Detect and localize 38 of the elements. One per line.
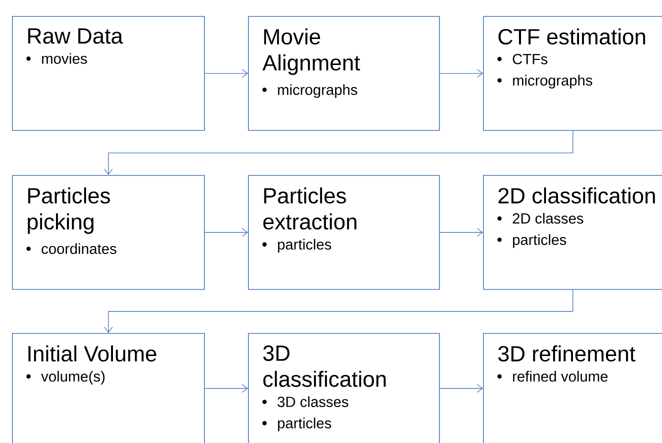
bullet-item: particles — [497, 234, 566, 248]
arrow — [439, 228, 483, 237]
heading: CTF estimation — [498, 28, 646, 45]
bullet-item: 3D classes — [262, 396, 348, 408]
heading: Movie Alignment — [262, 28, 360, 75]
bullet-item: particles — [262, 418, 332, 432]
bullet-item: movies — [26, 53, 87, 64]
heading: 3D classification — [263, 345, 386, 387]
bullet-item: 2D classes — [497, 212, 584, 224]
heading: 2D classification — [498, 187, 655, 204]
arrow — [104, 130, 574, 175]
process-box — [12, 333, 205, 443]
arrow — [439, 69, 483, 78]
process-box — [483, 16, 662, 131]
heading: Initial Volume — [28, 345, 156, 362]
process-box — [248, 175, 440, 290]
heading: Particles picking — [28, 187, 110, 234]
process-box — [248, 333, 440, 443]
bullet-item: CTFs — [497, 54, 548, 64]
process-box — [483, 175, 662, 290]
process-box — [12, 16, 205, 131]
heading: Raw Data — [28, 28, 123, 44]
arrow — [204, 384, 248, 393]
arrow — [204, 228, 248, 237]
process-box — [248, 16, 440, 131]
bullet-item: micrographs — [262, 84, 358, 98]
bullet-item: refined volume — [497, 370, 608, 382]
process-box — [483, 333, 662, 443]
arrow — [439, 384, 483, 393]
heading: Particles extraction — [263, 187, 356, 230]
bullet-item: particles — [262, 238, 332, 253]
arrow — [104, 289, 574, 333]
bullet-item: micrographs — [497, 74, 592, 88]
bullet-item: coordinates — [26, 243, 116, 254]
arrow — [204, 69, 248, 78]
heading: 3D refinement — [498, 345, 636, 362]
bullet-item: volume(s) — [26, 370, 105, 385]
process-box — [12, 175, 205, 290]
